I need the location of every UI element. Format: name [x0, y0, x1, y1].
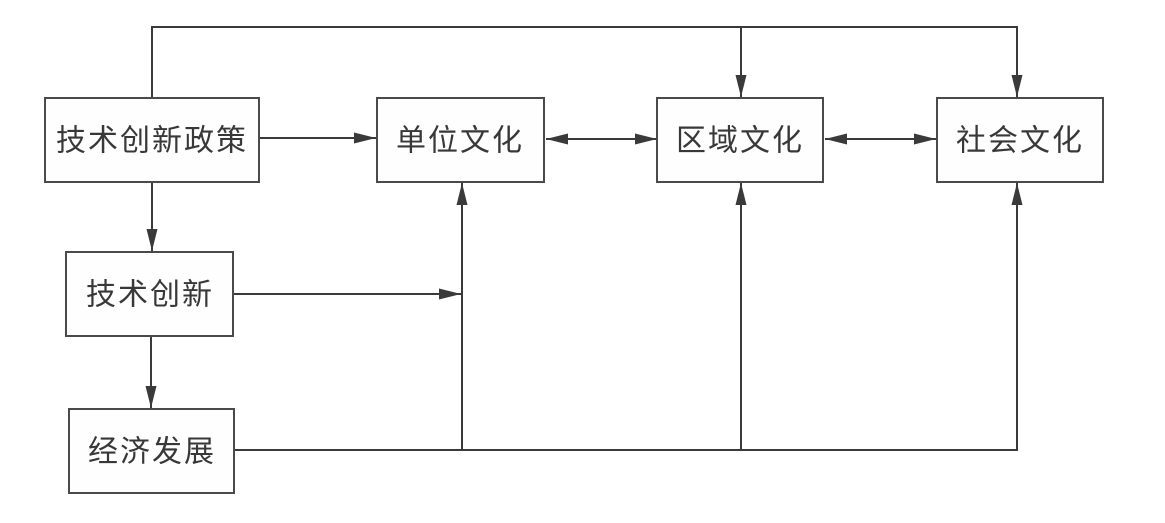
node-unit-culture: 单位文化: [376, 97, 545, 183]
node-box-tech-innovation: [65, 251, 234, 337]
edge-economic-development-to-social-culture: [234, 183, 1023, 451]
node-label-tech-innovation: 技术创新: [86, 278, 214, 313]
node-box-social-culture: [936, 97, 1104, 183]
node-box-unit-culture: [376, 97, 545, 183]
node-tech-innovation-policy: 技术创新政策: [44, 97, 260, 183]
node-label-tech-innovation-policy: 技术创新政策: [56, 124, 248, 159]
node-economic-development: 经济发展: [68, 408, 235, 494]
node-box-economic-development: [68, 408, 235, 494]
node-label-economic-development: 经济发展: [88, 435, 216, 470]
node-regional-culture: 区域文化: [656, 97, 824, 183]
node-social-culture: 社会文化: [936, 97, 1104, 183]
edge-policy-to-social-culture-top: [151, 26, 1023, 98]
node-box-tech-innovation-policy: [44, 97, 260, 183]
node-label-unit-culture: 单位文化: [396, 124, 524, 159]
node-label-social-culture: 社会文化: [956, 124, 1084, 159]
node-tech-innovation: 技术创新: [65, 251, 234, 337]
node-label-regional-culture: 区域文化: [676, 124, 804, 159]
node-box-regional-culture: [656, 97, 824, 183]
